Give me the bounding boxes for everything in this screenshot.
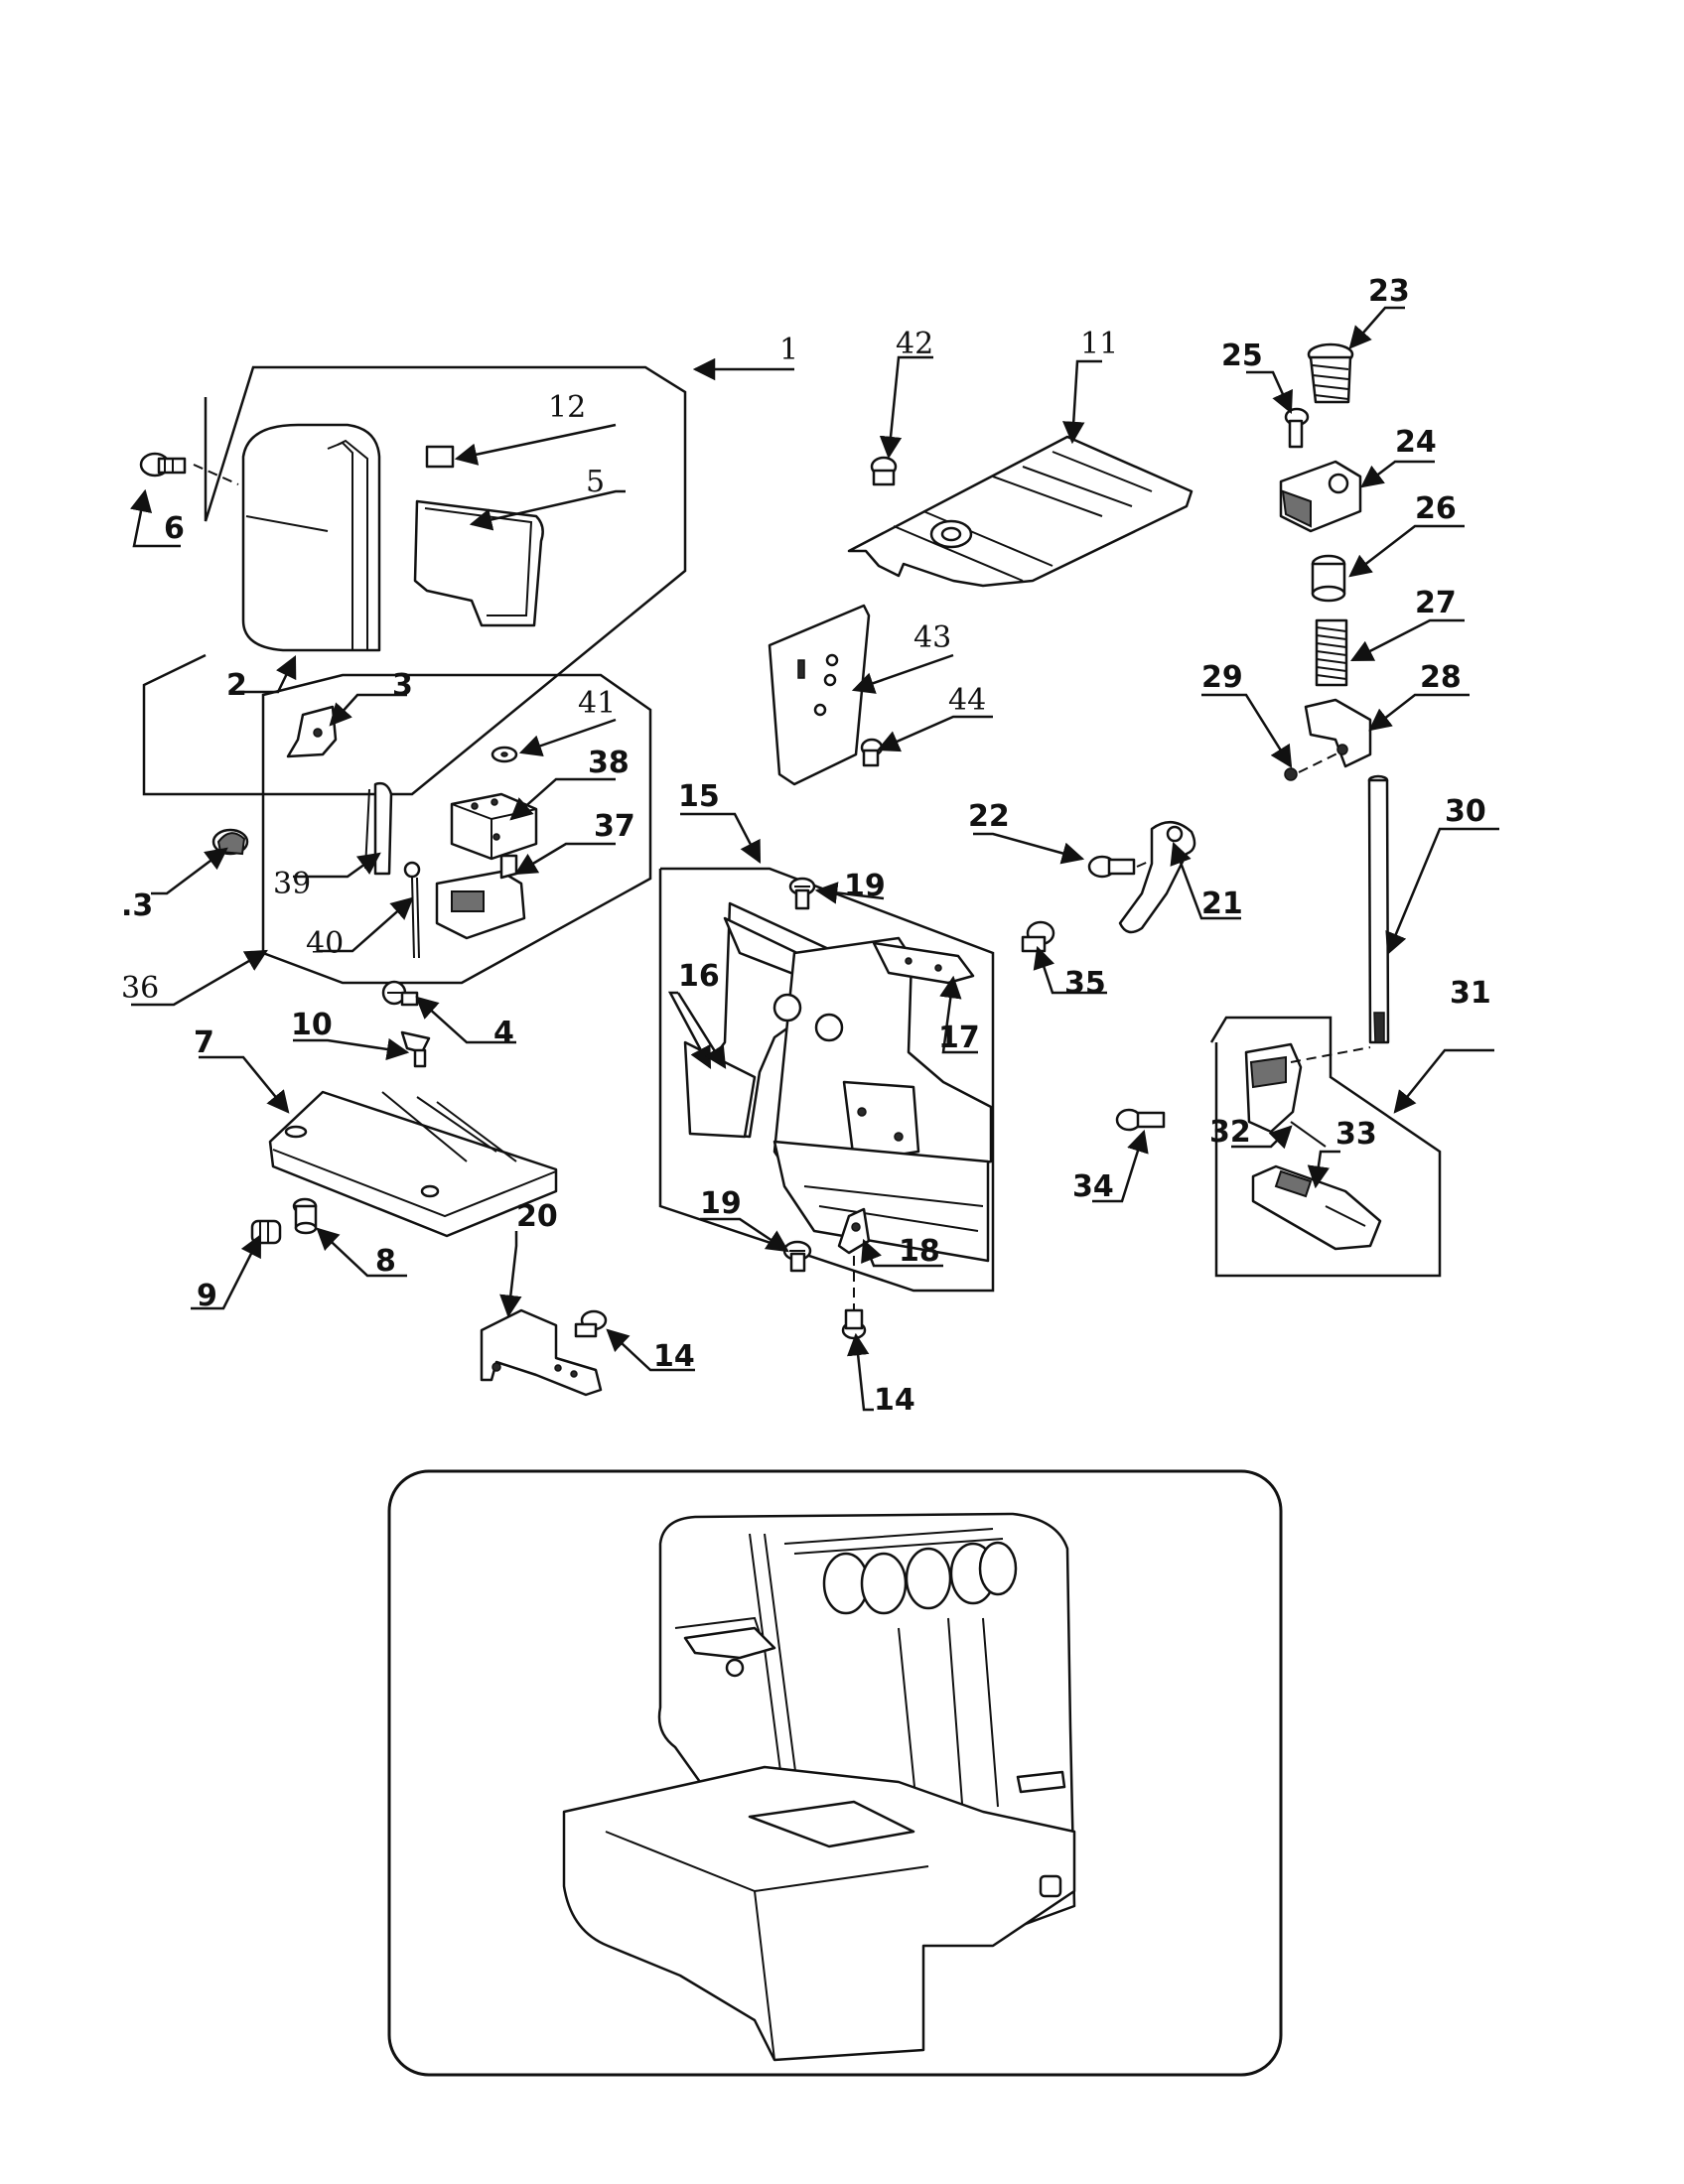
group-frame-frame	[658, 867, 995, 1293]
screw-19b	[782, 1240, 812, 1273]
spring-23	[1307, 342, 1354, 404]
callout-32: 32	[1209, 1115, 1251, 1150]
callout-40: 40	[306, 926, 344, 961]
callout-27: 27	[1415, 586, 1457, 620]
callout-44: 44	[948, 683, 986, 718]
callout-39: 39	[273, 867, 311, 901]
bracket-3	[286, 705, 338, 758]
callout-19b: 19	[700, 1186, 742, 1221]
callout-4: 4	[493, 1016, 514, 1050]
callout-1: 1	[779, 333, 798, 367]
callout-7: 7	[194, 1025, 214, 1060]
callout-5: 5	[586, 465, 605, 499]
screw-9	[250, 1219, 282, 1245]
side-plate-43	[768, 604, 871, 786]
callout-35: 35	[1064, 966, 1106, 1001]
callout-22: 22	[968, 799, 1010, 834]
screw-25	[1284, 407, 1310, 449]
callout-labels: 1 2 3 .3 4 5 6 7 8 9 10 11 12 14 14 15 1…	[121, 274, 1491, 1418]
callout-14a: 14	[653, 1339, 695, 1374]
callout-20: 20	[516, 1199, 558, 1234]
leaders	[129, 306, 1499, 1412]
wire-39	[364, 781, 393, 876]
front-cover-2	[241, 423, 381, 652]
callout-38: 38	[588, 746, 630, 780]
callout-23: 23	[1368, 274, 1410, 309]
pin-40	[403, 861, 421, 959]
callout-14b: 14	[874, 1383, 915, 1418]
callout-30: 30	[1445, 794, 1486, 829]
label-12	[425, 445, 455, 469]
callout-25: 25	[1221, 339, 1263, 373]
screw-4	[381, 980, 419, 1007]
clamp-28	[1304, 698, 1372, 768]
group-frame-cover	[142, 365, 687, 796]
callout-15: 15	[678, 779, 720, 814]
callout-9: 9	[197, 1279, 217, 1313]
callout-21: 21	[1201, 887, 1243, 921]
callout-28: 28	[1420, 660, 1462, 695]
block-38	[450, 792, 538, 861]
frame-body-15	[772, 936, 993, 1263]
callout-10: 10	[291, 1008, 333, 1042]
callout-33: 33	[1335, 1117, 1377, 1152]
screw-14a	[574, 1309, 608, 1338]
overview-panel	[387, 1469, 1283, 2077]
callout-26: 26	[1415, 491, 1457, 526]
callout-24: 24	[1395, 425, 1437, 460]
group-frame-cutter	[261, 673, 652, 985]
screw-10	[400, 1030, 431, 1068]
bushing-26	[1311, 554, 1346, 603]
callout-2: 2	[226, 668, 247, 703]
cover-plate-5	[413, 499, 544, 627]
top-cover-11	[847, 435, 1193, 588]
foot-holder-32	[1244, 1042, 1371, 1148]
cutter-holder-37	[435, 854, 526, 940]
callout-29: 29	[1201, 660, 1243, 695]
overview-spools	[783, 1528, 1018, 1615]
callout-16: 16	[678, 959, 720, 994]
callout-36: 36	[121, 971, 159, 1006]
callout-34: 34	[1072, 1169, 1114, 1204]
set-screw-29	[1284, 749, 1346, 781]
callout-41: 41	[578, 686, 616, 721]
presser-bar-30	[1367, 774, 1390, 1044]
screw-44	[860, 738, 884, 767]
clip-part-3b	[211, 828, 249, 856]
callout-3: 3	[392, 668, 413, 703]
bracket-20	[480, 1308, 603, 1397]
callout-8: 8	[375, 1244, 396, 1279]
block-24	[1279, 460, 1362, 533]
screw-22	[1087, 855, 1161, 879]
screw-19a	[788, 877, 816, 910]
washer-41	[491, 746, 518, 763]
callout-11: 11	[1080, 327, 1118, 361]
callout-43: 43	[913, 620, 951, 655]
callout-19a: 19	[844, 869, 886, 903]
callout-42: 42	[896, 327, 933, 361]
spring-27	[1315, 618, 1348, 687]
callout-3b: .3	[121, 888, 153, 923]
callout-18: 18	[899, 1234, 940, 1269]
group-frame-presser-foot	[1209, 1016, 1442, 1278]
screw-42	[870, 456, 898, 486]
knob-8	[292, 1197, 318, 1235]
callout-17: 17	[938, 1021, 980, 1055]
presser-foot-33	[1251, 1164, 1382, 1251]
callout-12: 12	[548, 390, 586, 425]
screw-35	[1021, 920, 1055, 953]
screw-34	[1115, 1108, 1166, 1132]
lever-21	[1118, 821, 1196, 934]
screw-6	[139, 452, 239, 485]
callout-37: 37	[594, 809, 635, 844]
callout-6: 6	[164, 511, 185, 546]
needle-plate-7	[268, 1090, 558, 1238]
callout-31: 31	[1450, 976, 1491, 1011]
